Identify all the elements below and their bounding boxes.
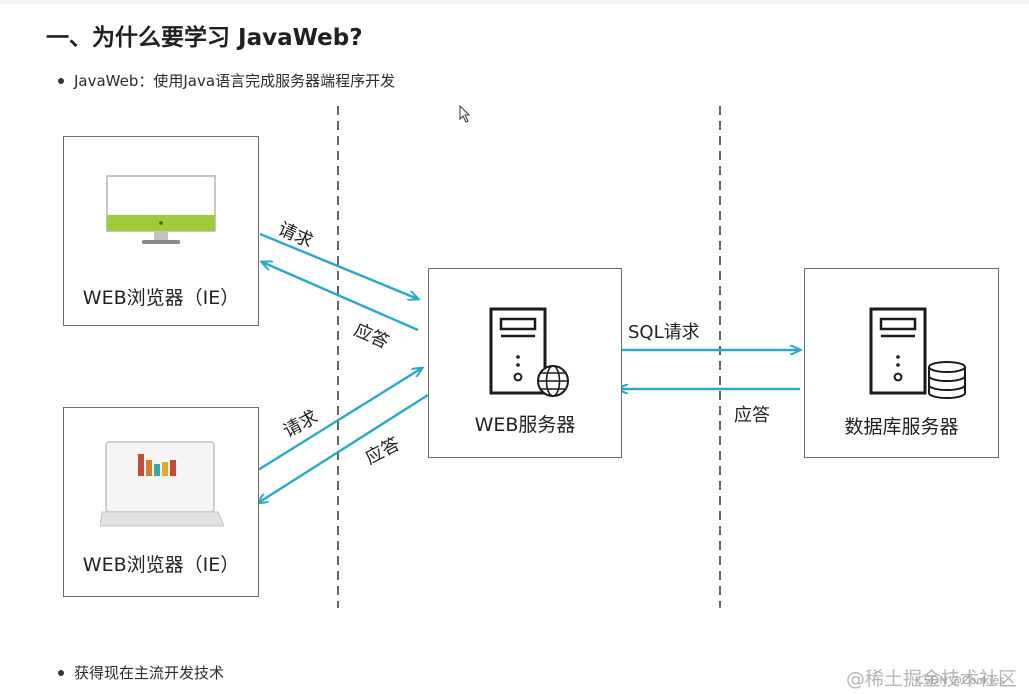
web-server-box: WEB服务器 [428,268,622,458]
top-divider [0,0,1029,4]
browser-top-label: WEB浏览器（IE） [82,287,240,309]
arrow-response-top [262,262,419,332]
bullet-text: 获得现在主流开发技术 [74,664,225,682]
bullet-text: JavaWeb：使用Java语言完成服务器端程序开发 [74,72,396,90]
browser-box-bottom: WEB浏览器（IE） [63,407,259,597]
bullet-dot [58,669,64,676]
watermark: @稀土掘金技术社区 [845,668,1017,690]
laptop-chart-icon [100,441,224,527]
label-sql-request: SQL请求 [628,322,700,343]
database-server-icon [869,307,966,399]
browser-bottom-label: WEB浏览器（IE） [82,554,240,576]
watermark-small: CSDN @Cookies [916,674,1005,687]
db-server-label: 数据库服务器 [844,416,959,438]
web-server-icon [489,307,569,397]
desktop-monitor-icon [106,175,216,244]
browser-box-top: WEB浏览器（IE） [63,136,259,326]
label-db-response: 应答 [734,405,770,426]
web-server-label: WEB服务器 [474,414,576,436]
arrow-response-bottom [258,393,429,503]
bullet-mainstream: 获得现在主流开发技术 [58,662,224,683]
bullet-javaweb: JavaWeb：使用Java语言完成服务器端程序开发 [58,70,395,91]
bullet-dot [58,77,64,84]
arrow-request-bottom [257,368,422,472]
section-heading: 一、为什么要学习 JavaWeb? [46,25,363,51]
db-server-box: 数据库服务器 [804,268,999,458]
arrow-request-top [259,232,418,299]
mouse-cursor-icon [459,105,471,123]
